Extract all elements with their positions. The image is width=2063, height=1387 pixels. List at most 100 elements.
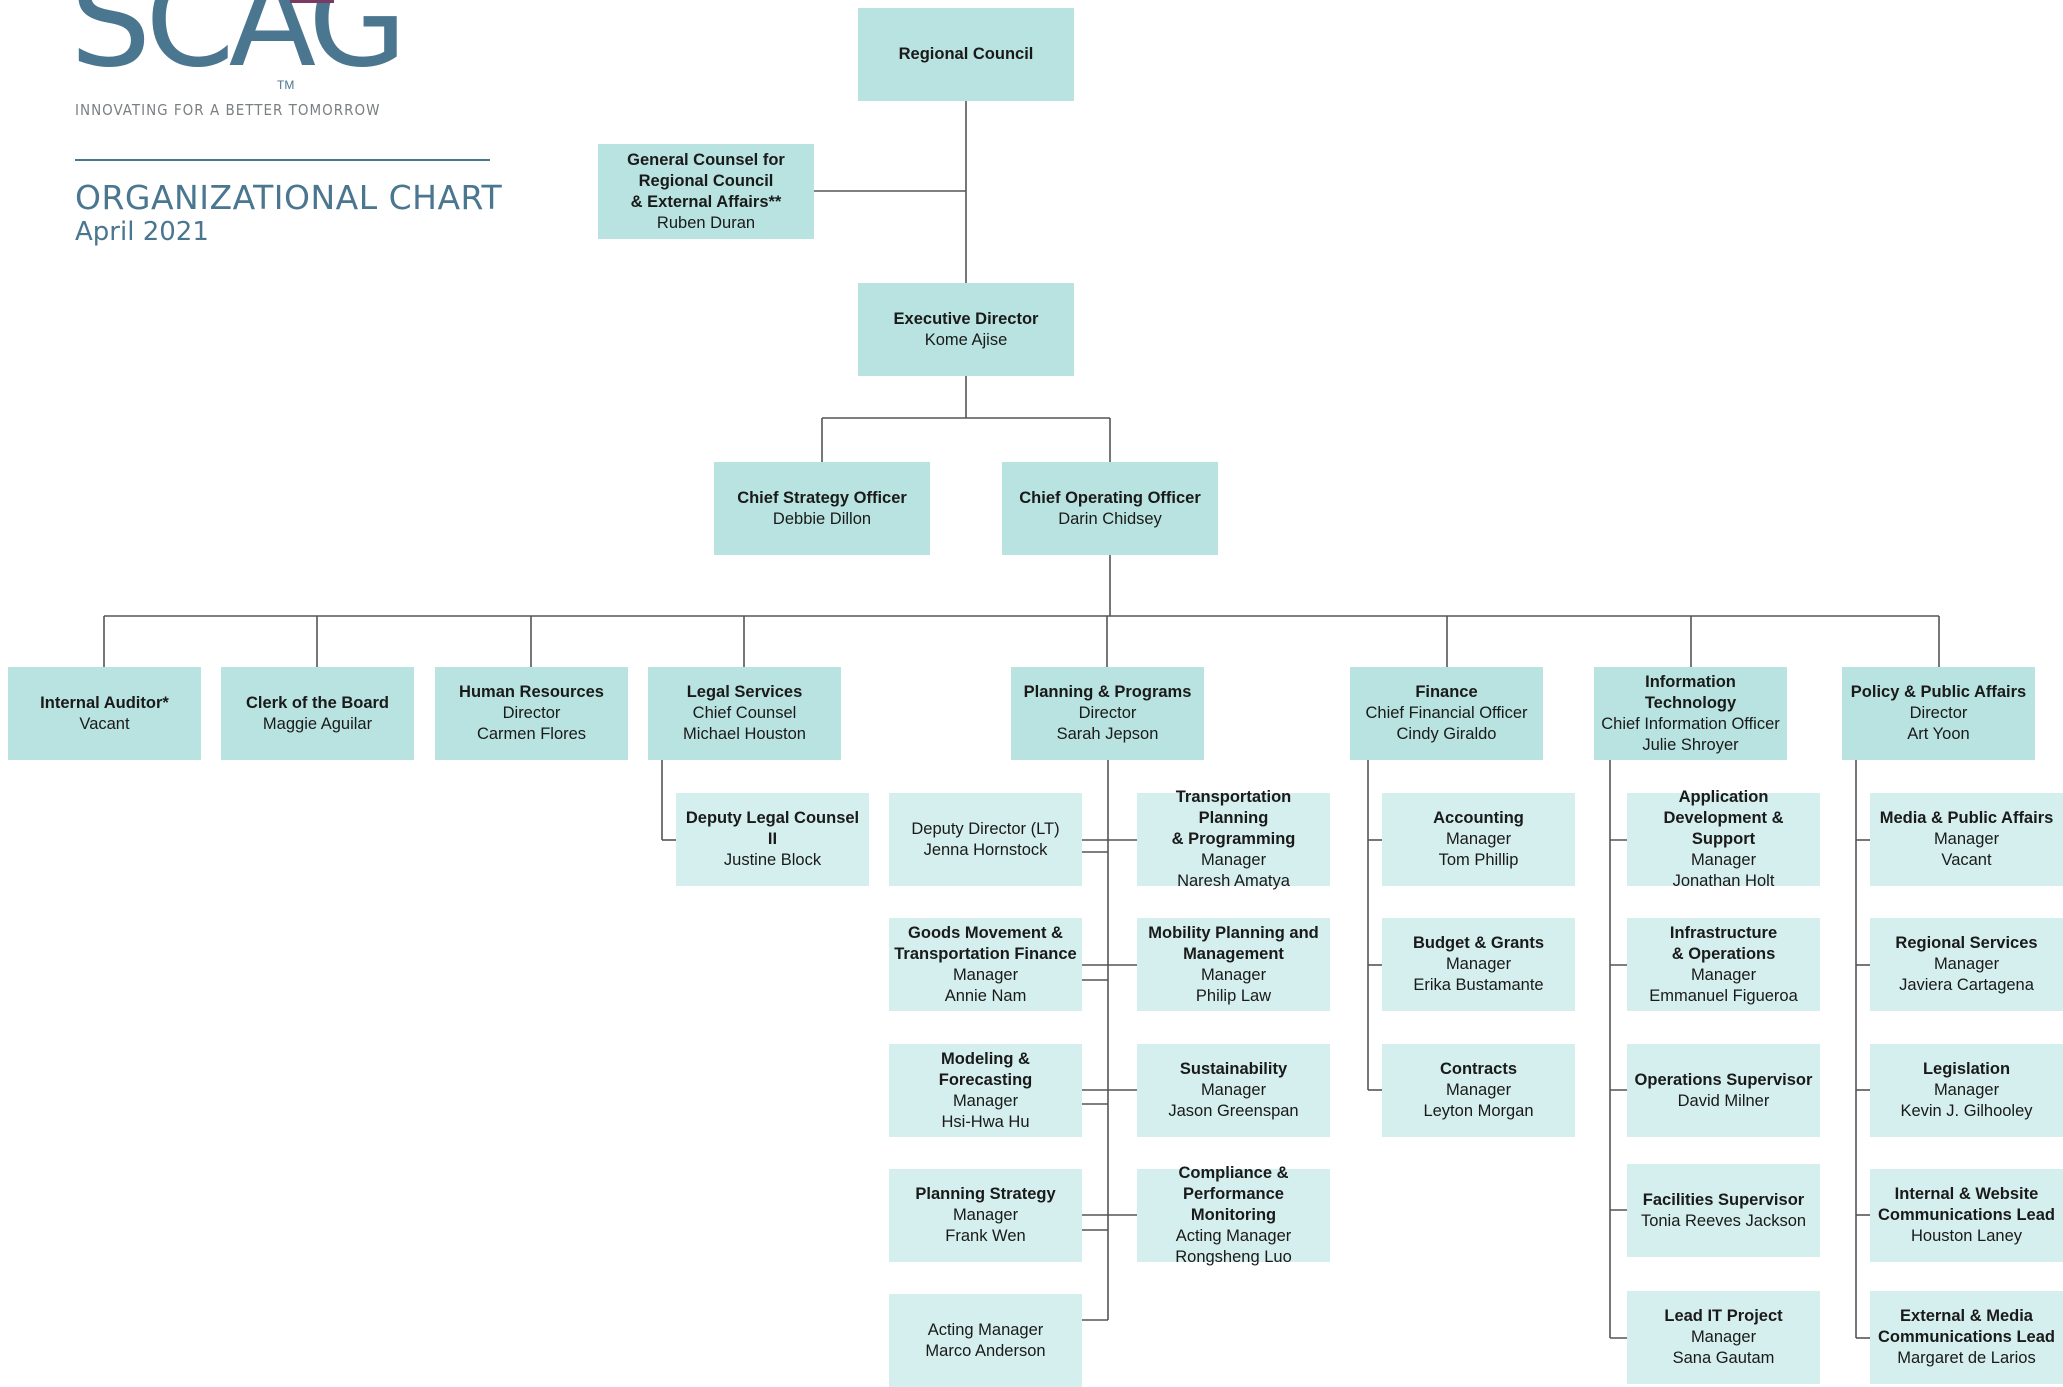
node-line: Julie Shroyer: [1642, 735, 1739, 754]
node-line: Manager: [1933, 830, 2000, 848]
chart-title: ORGANIZATIONAL CHART: [75, 178, 503, 217]
node-line: Finance: [1415, 683, 1478, 701]
node-line: Manager: [1445, 830, 1512, 848]
node-line: Manager: [1200, 1081, 1267, 1099]
node-line: Manager: [1933, 1081, 2000, 1099]
node-line: Regional Council: [898, 45, 1034, 63]
node-line: Houston Laney: [1911, 1227, 2022, 1245]
node-line: Regional Council: [638, 171, 774, 190]
node-line: Kevin J. Gilhooley: [1900, 1102, 2033, 1120]
node-line: Annie Nam: [944, 986, 1027, 1005]
node-line: Manager: [952, 1206, 1019, 1224]
node-line: Executive Director: [893, 309, 1039, 328]
node-line: Planning & Programs: [1023, 683, 1192, 701]
node-line: Tonia Reeves Jackson: [1640, 1211, 1807, 1230]
node-line: Jonathan Holt: [1672, 872, 1775, 890]
node-line: Javiera Cartagena: [1899, 976, 2034, 994]
node-line: Operations Supervisor: [1634, 1070, 1813, 1089]
node-line: Transportation Finance: [894, 944, 1077, 963]
node-line: Legal Services: [686, 683, 803, 701]
node-line: Goods Movement &: [908, 923, 1063, 942]
node-line: Communications Lead: [1878, 1328, 2055, 1346]
node-line: Margaret de Larios: [1897, 1349, 2036, 1367]
node-line: Chief Operating Officer: [1019, 488, 1201, 507]
node-line: Philip Law: [1195, 986, 1272, 1005]
node-line: Management: [1183, 944, 1284, 963]
node-line: Manager: [1445, 955, 1512, 973]
node-line: Manager: [1445, 1081, 1512, 1099]
node-line: Manager: [952, 965, 1019, 984]
node-line: External & Media: [1900, 1307, 2033, 1325]
node-line: Cindy Giraldo: [1396, 725, 1497, 743]
logo-wordmark: SCAG: [70, 0, 407, 96]
node-line: Debbie Dillon: [772, 509, 872, 528]
node-line: & Operations: [1671, 944, 1776, 963]
node-line: Sarah Jepson: [1056, 725, 1159, 743]
node-line: Clerk of the Board: [245, 693, 390, 712]
node-line: Hsi-Hwa Hu: [941, 1112, 1030, 1131]
node-line: & Programming: [1171, 830, 1296, 848]
node-line: Erika Bustamante: [1413, 976, 1544, 994]
node-line: Manager: [1200, 851, 1267, 869]
node-line: Manager: [1690, 1328, 1757, 1346]
tagline: INNOVATING FOR A BETTER TOMORROW: [75, 101, 381, 119]
node-internal-auditor: Internal Auditor*Vacant: [8, 667, 201, 760]
node-line: David Milner: [1677, 1091, 1770, 1110]
node-line: Lead IT Project: [1664, 1307, 1783, 1325]
node-line: Jason Greenspan: [1168, 1102, 1299, 1120]
node-line: Regional Services: [1895, 934, 2038, 952]
node-regional-council: Regional Council: [858, 8, 1074, 101]
node-line: Legislation: [1922, 1060, 2011, 1078]
chart-date: April 2021: [75, 217, 209, 247]
node-line: Compliance &: [1178, 1164, 1289, 1182]
node-line: Carmen Flores: [476, 725, 587, 743]
node-line: Internal & Website: [1894, 1185, 2039, 1203]
node-line: Infrastructure: [1669, 923, 1778, 942]
node-line: Marco Anderson: [925, 1341, 1046, 1360]
node-line: Justine Block: [723, 851, 822, 869]
node-line: Tom Phillip: [1438, 851, 1519, 869]
node-line: Naresh Amatya: [1177, 872, 1290, 890]
node-line: Director: [502, 704, 561, 722]
node-line: Maggie Aguilar: [262, 714, 373, 733]
node-line: Chief Financial Officer: [1365, 704, 1528, 722]
node-line: Chief Counsel: [692, 704, 797, 722]
node-line: Director: [1078, 704, 1137, 722]
node-line: Vacant: [1941, 851, 1992, 869]
trademark-mark: TM: [277, 78, 295, 92]
node-line: Information Technology: [1644, 672, 1737, 712]
node-line: Michael Houston: [683, 725, 806, 743]
node-line: Modeling & Forecasting: [938, 1049, 1033, 1089]
node-line: Chief Information Officer: [1601, 714, 1780, 733]
node-line: Transportation Planning: [1175, 788, 1292, 827]
node-line: Manager: [1933, 955, 2000, 973]
node-line: Human Resources: [459, 683, 604, 701]
node-line: Director: [1909, 704, 1968, 722]
